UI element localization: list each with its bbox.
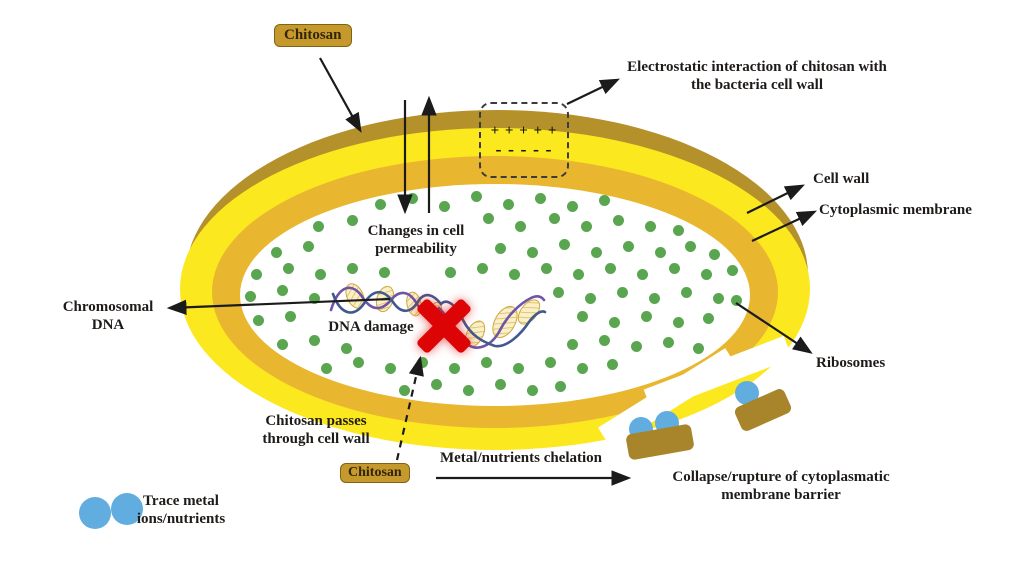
cytoplasmic-membrane-label: Cytoplasmic membrane <box>819 202 972 218</box>
chitosan-passes-label: Chitosan passes through cell wall <box>262 413 370 448</box>
negative-charges: - - - - - <box>495 139 553 160</box>
dna-strand-blue <box>331 290 547 348</box>
cell-wall-label: Cell wall <box>813 171 870 187</box>
changes-permeability-label: Changes in cell permeability <box>367 223 465 258</box>
arrow-ribosomes <box>735 302 813 354</box>
arrow-chromosomal-dna <box>166 297 391 316</box>
arrow-box-to-electrostatic-label <box>566 78 620 105</box>
electrostatic-charge-box: + + + + + - - - - - <box>479 102 569 178</box>
arrow-cell-wall <box>746 184 805 214</box>
electrostatic-label: Electrostatic interaction of chitosan wi… <box>627 59 887 94</box>
arrow-chitosan-to-wall <box>319 57 362 133</box>
collapse-rupture-label: Collapse/rupture of cytoplasmatic membra… <box>672 469 890 504</box>
chitosan-tag-top: Chitosan <box>274 24 352 47</box>
metal-chelation-label: Metal/nutrients chelation <box>439 450 603 466</box>
chitosan-tag-bottom: Chitosan <box>340 463 410 483</box>
trace-metal-label: Trace metal ions/nutrients <box>136 493 226 528</box>
arrow-chitosan-passes-dashed <box>395 355 424 461</box>
dna-strand-purple <box>329 286 546 349</box>
positive-charges: + + + + + <box>490 123 558 140</box>
chromosomal-dna-label: Chromosomal DNA <box>62 299 154 334</box>
dna-damage-label: DNA damage <box>328 319 414 335</box>
ribosomes-label: Ribosomes <box>816 355 886 371</box>
legend-metal-ion <box>79 497 111 529</box>
legend-metal-ion <box>111 493 143 525</box>
arrow-cytoplasmic-membrane <box>751 210 817 242</box>
